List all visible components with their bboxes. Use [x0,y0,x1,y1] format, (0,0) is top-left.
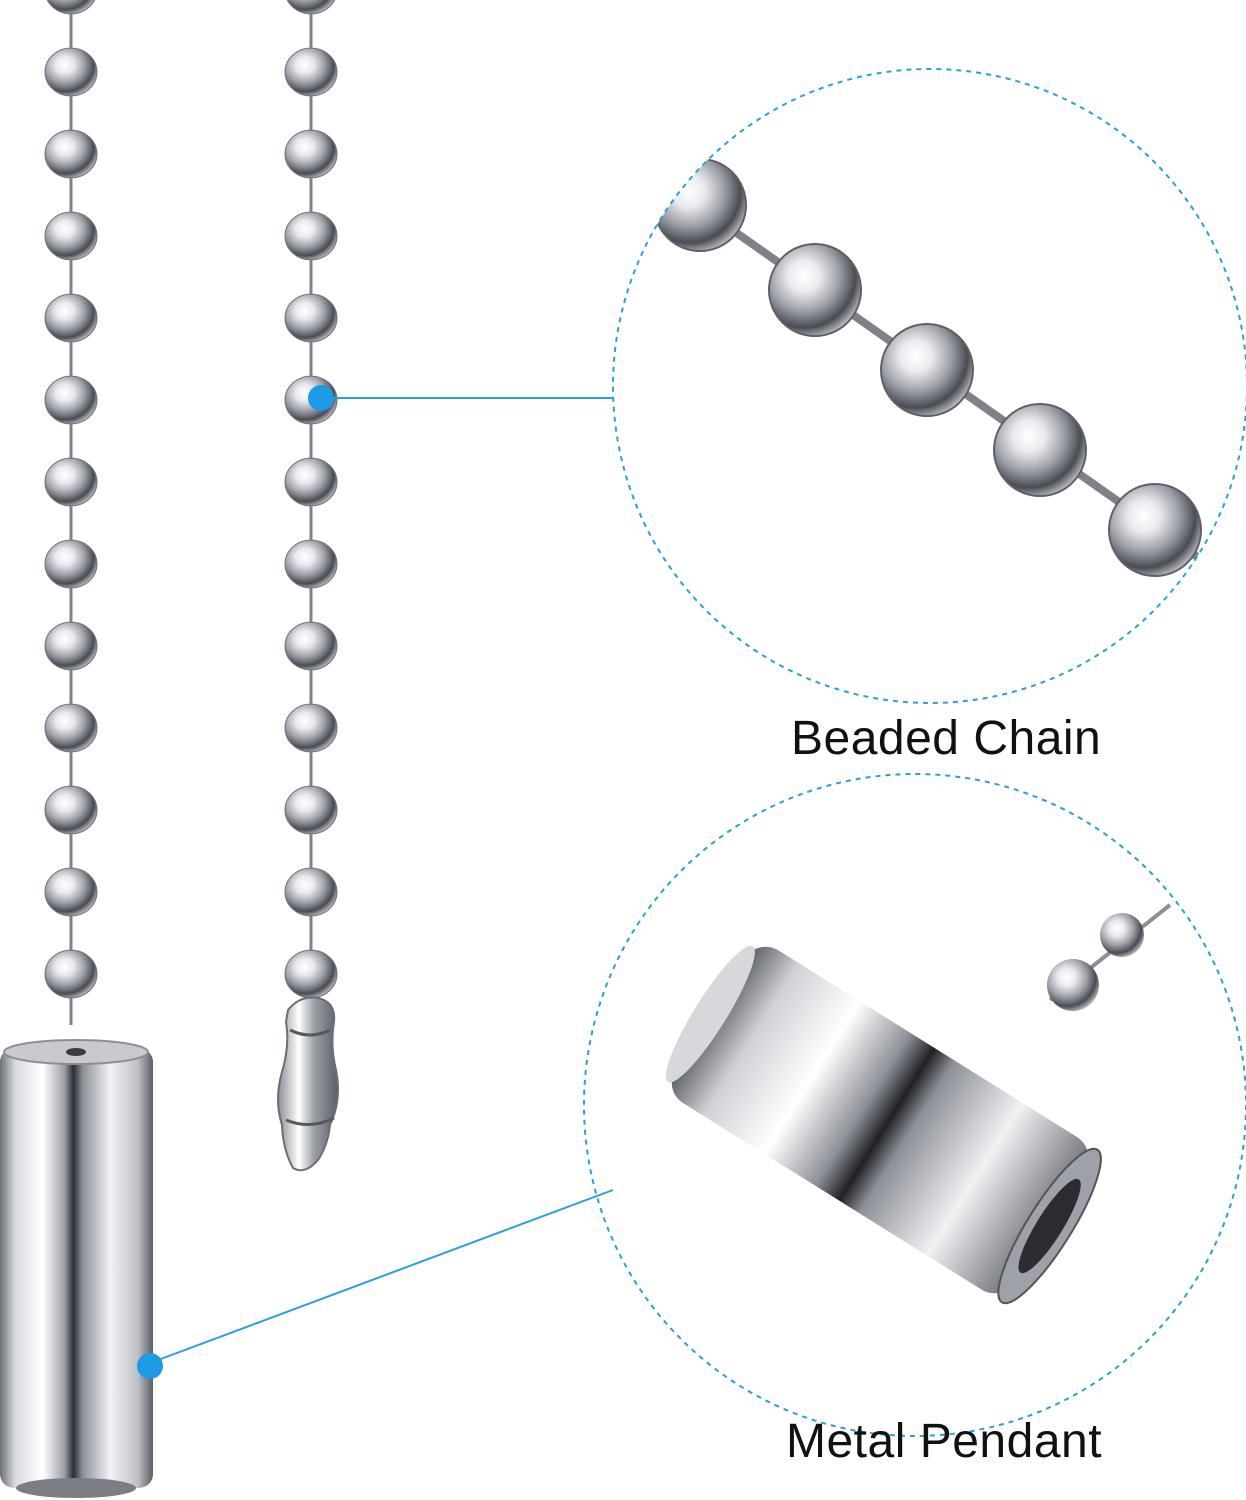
metal-pendant-image [0,1039,153,1498]
metal-pendant-zoom [583,773,1246,1437]
chain-bead [286,0,336,15]
beaded-chain-zoom [612,68,1246,704]
chain-bead [653,158,747,252]
chain-bead [46,0,96,15]
chain-bead [44,949,98,999]
chain-clasp-image [277,996,339,1172]
chain-bead [284,621,338,671]
chain-bead [284,867,338,917]
chain-bead [44,375,98,425]
chain-bead [44,621,98,671]
chain-bead [44,47,98,97]
chain-bead [284,457,338,507]
chain-bead [1108,483,1202,577]
chain-bead [284,47,338,97]
chain-bead [44,293,98,343]
chain-bead [44,867,98,917]
metal-pendant-label: Metal Pendant [786,1415,1103,1468]
callout-marker-icon [137,1353,163,1379]
pendant-callout-line [137,1189,614,1379]
chain-bead [284,539,338,589]
chain-bead [284,293,338,343]
chain-bead [44,129,98,179]
right-beaded-chain [284,0,338,999]
chain-bead [284,785,338,835]
chain-bead [44,785,98,835]
chain-bead [44,539,98,589]
chain-bead [284,129,338,179]
chain-bead [284,949,338,999]
left-beaded-chain [44,0,98,1025]
chain-callout-line [308,385,613,411]
chain-bead [284,703,338,753]
chain-bead [44,457,98,507]
chain-bead [768,243,862,337]
callout-marker-icon [308,385,334,411]
chain-bead [880,323,974,417]
chain-bead [993,403,1087,497]
chain-bead [284,211,338,261]
beaded-chain-label: Beaded Chain [791,712,1102,765]
chain-bead [44,211,98,261]
chain-bead [44,703,98,753]
